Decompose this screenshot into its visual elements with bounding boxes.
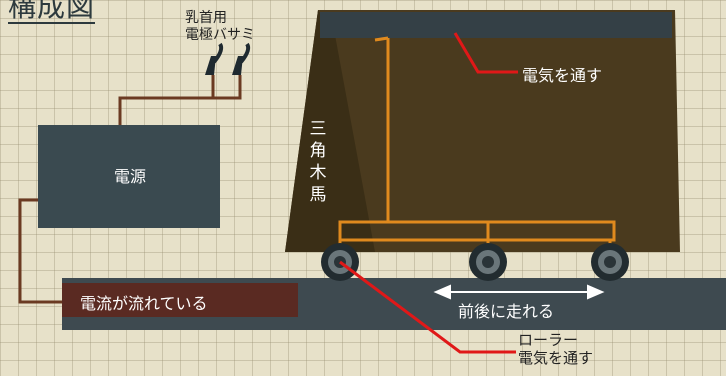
clamp-label-line2: 電極バサミ <box>185 27 255 43</box>
pointer-bottom <box>339 260 516 354</box>
wooden-horse <box>285 10 680 252</box>
page-title: 構成図 <box>8 0 96 24</box>
clamp-left-jaw <box>212 42 224 64</box>
pointer-top <box>453 32 518 74</box>
roller-label: ローラー <box>518 331 579 349</box>
wooden-horse-side <box>285 10 375 252</box>
moves-back-forth-label: 前後に走れる <box>458 302 555 321</box>
rail-wire <box>18 198 62 304</box>
clamp-right-jaw <box>239 42 251 64</box>
electricity-passes-bottom-label: 電気を通す <box>518 349 594 367</box>
double-arrow <box>433 284 605 300</box>
clamp-label-line1: 乳首用 <box>185 10 227 26</box>
power-source-label: 電源 <box>114 167 147 186</box>
current-section <box>62 283 298 317</box>
wooden-horse-top <box>320 12 672 38</box>
roller-3 <box>591 243 629 281</box>
power-box <box>38 125 220 228</box>
clamp-wire <box>118 75 242 125</box>
roller-2 <box>469 243 507 281</box>
wooden-horse-label: 三角木馬 <box>309 119 327 205</box>
current-flow-label: 電流が流れている <box>80 294 208 313</box>
electricity-passes-top-label: 電気を通す <box>522 66 603 85</box>
